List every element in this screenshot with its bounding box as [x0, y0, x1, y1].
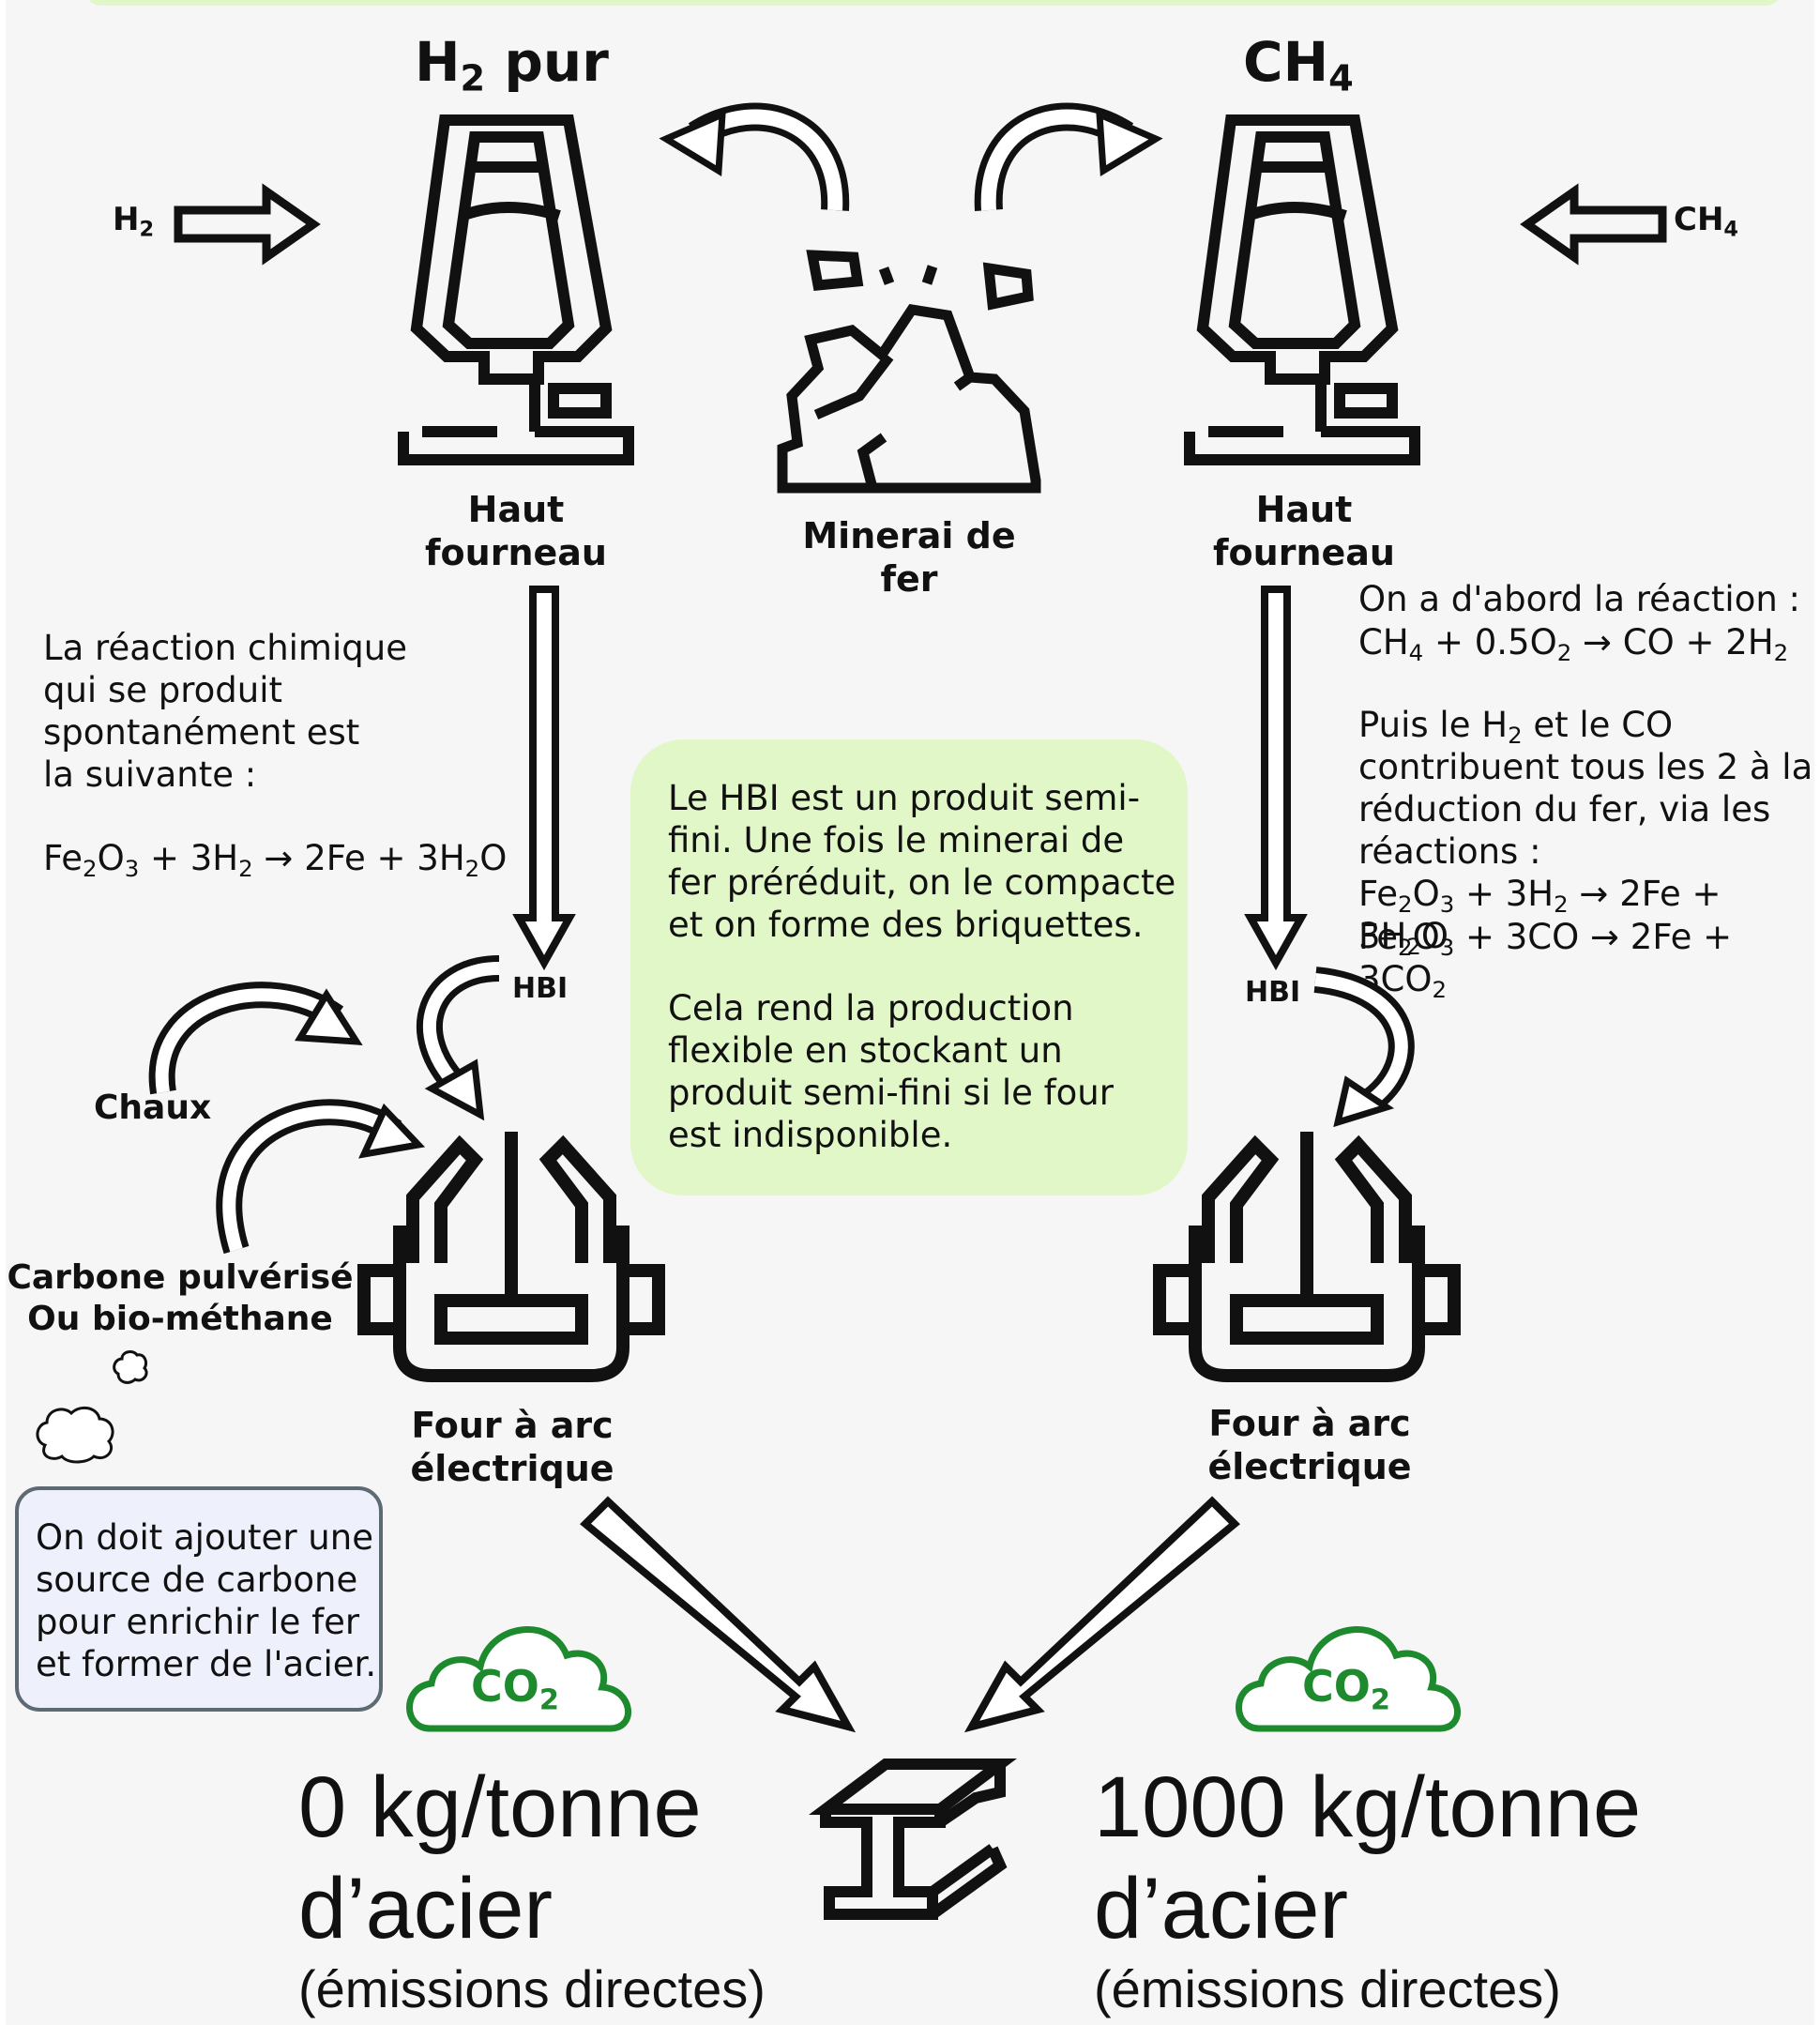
lime-label: Chaux	[94, 1089, 212, 1127]
right-note-line2: contribuent tous les 2 à la	[1358, 747, 1813, 787]
right-furnace-label-line1: Haut	[1255, 489, 1353, 530]
right-title-sub: 4	[1328, 57, 1354, 100]
right-furnace-label-line2: fourneau	[1213, 532, 1395, 573]
carbon-note-line1: On doit ajouter une	[36, 1517, 373, 1558]
right-reaction-intro: On a d'abord la réaction :	[1358, 579, 1801, 619]
hbi-note-p1-line1: Le HBI est un produit semi-	[668, 778, 1141, 818]
ch4-input-sub: 4	[1723, 217, 1739, 242]
hbi-note-p2-line2: flexible en stockant un	[668, 1030, 1063, 1071]
right-reaction-1: CH4 + 0.5O2 → CO + 2H2	[1358, 622, 1789, 666]
right-title: CH4	[1243, 30, 1354, 97]
ore-label-line1: Minerai de	[802, 515, 1016, 556]
left-title: H2 pur	[415, 30, 609, 97]
hbi-note-p1-line4: et on forme des briquettes.	[668, 905, 1144, 945]
left-note-line3: spontanément est	[43, 712, 360, 753]
left-title-sub: 2	[460, 57, 486, 100]
right-co2-text: CO2	[1302, 1661, 1390, 1717]
ch4-input-label: CH4	[1674, 201, 1739, 242]
hbi-to-left-eaf-arrow-icon	[416, 955, 500, 1121]
hbi-note-p1-line3: fer préréduit, on le compacte	[668, 862, 1176, 903]
right-down-arrow-icon	[1244, 586, 1308, 971]
right-eaf-label-line1: Four à arc	[1208, 1403, 1411, 1444]
left-furnace-label-line1: Haut	[467, 489, 565, 530]
right-hbi-label: HBI	[1245, 976, 1301, 1009]
carbon-note-line2: source de carbone	[36, 1560, 358, 1600]
hbi-note-box	[630, 739, 1188, 1195]
hbi-note-p1-line2: fini. Une fois le minerai de	[668, 820, 1125, 860]
left-note-line1: La réaction chimique	[43, 628, 407, 668]
left-eaf-label-line1: Four à arc	[411, 1405, 614, 1446]
hbi-note-paragraph-2: Cela rend la production flexible en stoc…	[668, 987, 1114, 1156]
small-smoke-cloud-icon	[113, 1350, 148, 1384]
hbi-to-right-eaf-arrow-icon	[1313, 967, 1415, 1128]
right-blast-furnace-icon	[1184, 114, 1420, 465]
lime-arrow-icon	[148, 982, 363, 1095]
left-eaf-label: Four à arc électrique	[390, 1404, 634, 1490]
ore-to-right-arrow-icon	[974, 102, 1163, 211]
steel-beam-icon	[809, 1759, 1017, 1920]
left-co2-label: CO2	[471, 1661, 559, 1717]
carbon-note-line3: pour enrichir le fer	[36, 1602, 360, 1642]
left-blast-furnace-icon	[398, 114, 634, 465]
right-eaf-label: Four à arc électrique	[1188, 1402, 1432, 1488]
left-emissions-note: (émissions directes)	[298, 1959, 766, 2018]
carbon-label: Carbone pulvérisé Ou bio-méthane	[6, 1257, 355, 1340]
left-note-line2: qui se produit	[43, 670, 283, 710]
ore-label: Minerai de fer	[788, 514, 1030, 601]
left-title-rest: pur	[485, 30, 609, 94]
left-eaf-icon	[357, 1132, 665, 1382]
left-hbi-label: HBI	[512, 972, 569, 1005]
carbon-note-box	[15, 1486, 383, 1712]
left-co2-cloud-icon	[406, 1626, 632, 1732]
right-co2-label: CO2	[1302, 1661, 1390, 1717]
left-furnace-label: Haut fourneau	[394, 488, 638, 574]
left-reaction-equation: Fe2O3 + 3H2 → 2Fe + 3H2O	[43, 838, 508, 882]
hbi-note-p2-line4: est indisponible.	[668, 1115, 953, 1155]
right-eaf-to-steel-arrow-icon	[963, 1496, 1240, 1733]
left-eaf-label-line2: électrique	[410, 1448, 614, 1489]
h2-input-arrow-icon	[174, 183, 321, 266]
right-reaction-3: Fe2O3 + 3CO → 2Fe + 3CO2	[1358, 917, 1733, 1003]
carbon-arrow-icon	[216, 1099, 426, 1255]
left-down-arrow-icon	[512, 586, 576, 971]
carbon-note-text: On doit ajouter une source de carbone po…	[36, 1516, 376, 1685]
left-emissions-unit: d’acier	[298, 1861, 554, 1956]
right-emissions-value: 1000 kg/tonne	[1094, 1759, 1642, 1855]
right-note-line3: réduction du fer, via les	[1358, 789, 1771, 830]
right-note-line4: réactions :	[1358, 831, 1541, 872]
right-emissions-note: (émissions directes)	[1094, 1959, 1561, 2018]
right-furnace-label: Haut fourneau	[1182, 488, 1426, 574]
right-eaf-icon	[1153, 1132, 1461, 1382]
hbi-note-p2-line1: Cela rend la production	[668, 988, 1074, 1028]
left-reaction-note: La réaction chimique qui se produit spon…	[43, 627, 407, 796]
left-title-main: H	[415, 30, 461, 94]
h2-input-label: H2	[113, 201, 155, 242]
left-furnace-label-line2: fourneau	[425, 532, 607, 573]
left-co2-text: CO2	[471, 1661, 559, 1717]
hbi-note-paragraph-1: Le HBI est un produit semi- fini. Une fo…	[668, 777, 1175, 946]
left-emissions-value: 0 kg/tonne	[298, 1759, 702, 1855]
ore-label-line2: fer	[880, 558, 938, 600]
right-eaf-label-line2: électrique	[1207, 1446, 1412, 1487]
iron-ore-icon	[777, 250, 1041, 494]
top-banner-edge	[84, 0, 1782, 6]
h2-input-sub: 2	[139, 217, 155, 242]
left-eaf-to-steel-arrow-icon	[580, 1496, 857, 1733]
carbon-note-line4: et former de l'acier.	[36, 1644, 377, 1684]
right-reaction-2: Fe2O3 + 3H2 → 2Fe + 3H2O	[1358, 874, 1721, 960]
smoke-cloud-icon	[36, 1406, 114, 1464]
ore-to-left-arrow-icon	[659, 102, 850, 211]
right-reaction-note: Puis le H2 et le CO contribuent tous les…	[1358, 704, 1812, 873]
left-note-line4: la suivante :	[43, 754, 257, 795]
right-co2-cloud-icon	[1236, 1626, 1462, 1732]
ch4-input-arrow-icon	[1520, 183, 1667, 266]
h2-input-main: H	[113, 201, 140, 238]
right-emissions-unit: d’acier	[1094, 1861, 1349, 1956]
hbi-note-p2-line3: produit semi-fini si le four	[668, 1073, 1114, 1113]
carbon-label-line2: Ou bio-méthane	[27, 1300, 333, 1338]
right-title-main: CH	[1243, 30, 1329, 94]
right-note-line1: Puis le H2 et le CO	[1358, 705, 1674, 749]
carbon-label-line1: Carbone pulvérisé	[7, 1258, 354, 1297]
ch4-input-main: CH	[1674, 201, 1724, 238]
